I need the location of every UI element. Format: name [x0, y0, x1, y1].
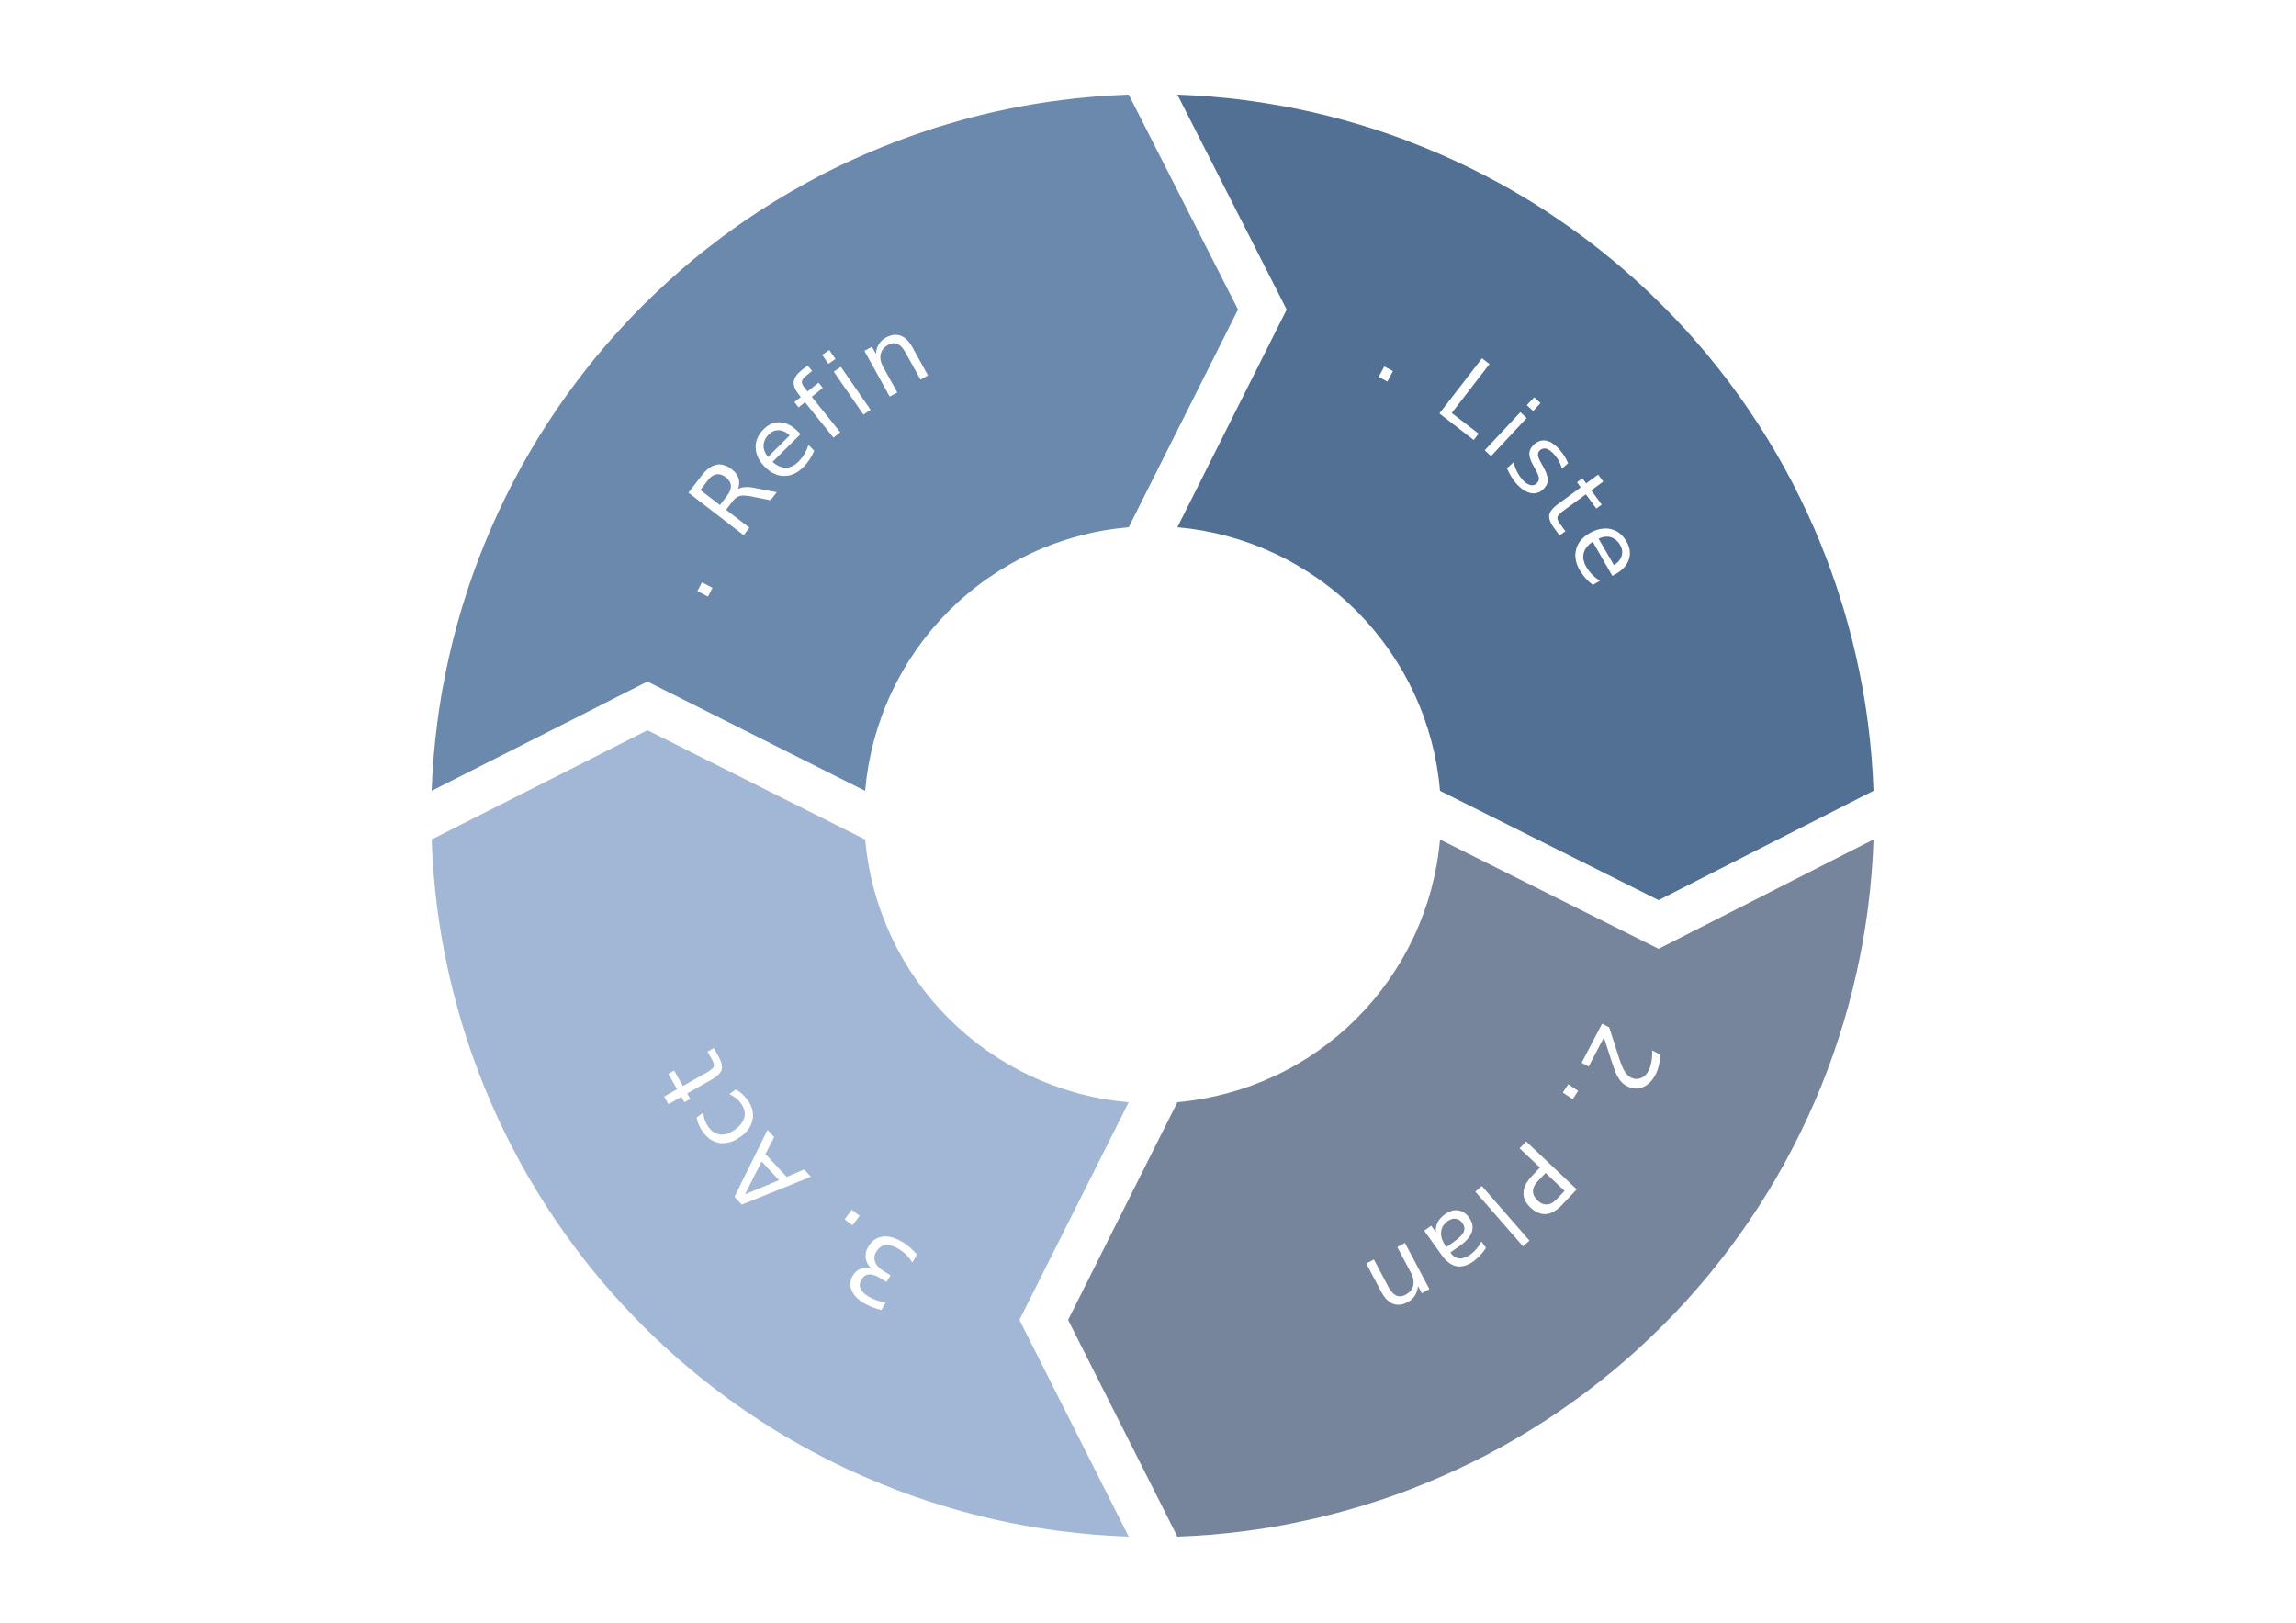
- segment-act: 3. Act: [432, 730, 1129, 1537]
- segment-plan: 2. Plan: [1068, 840, 1874, 1537]
- segment-refine: 4. Refine: [0, 0, 1238, 791]
- segment-refine-shape: [432, 95, 1238, 791]
- segment-listen-shape: [1177, 95, 1874, 900]
- segment-plan-shape: [1068, 840, 1874, 1537]
- segment-act-shape: [432, 730, 1129, 1537]
